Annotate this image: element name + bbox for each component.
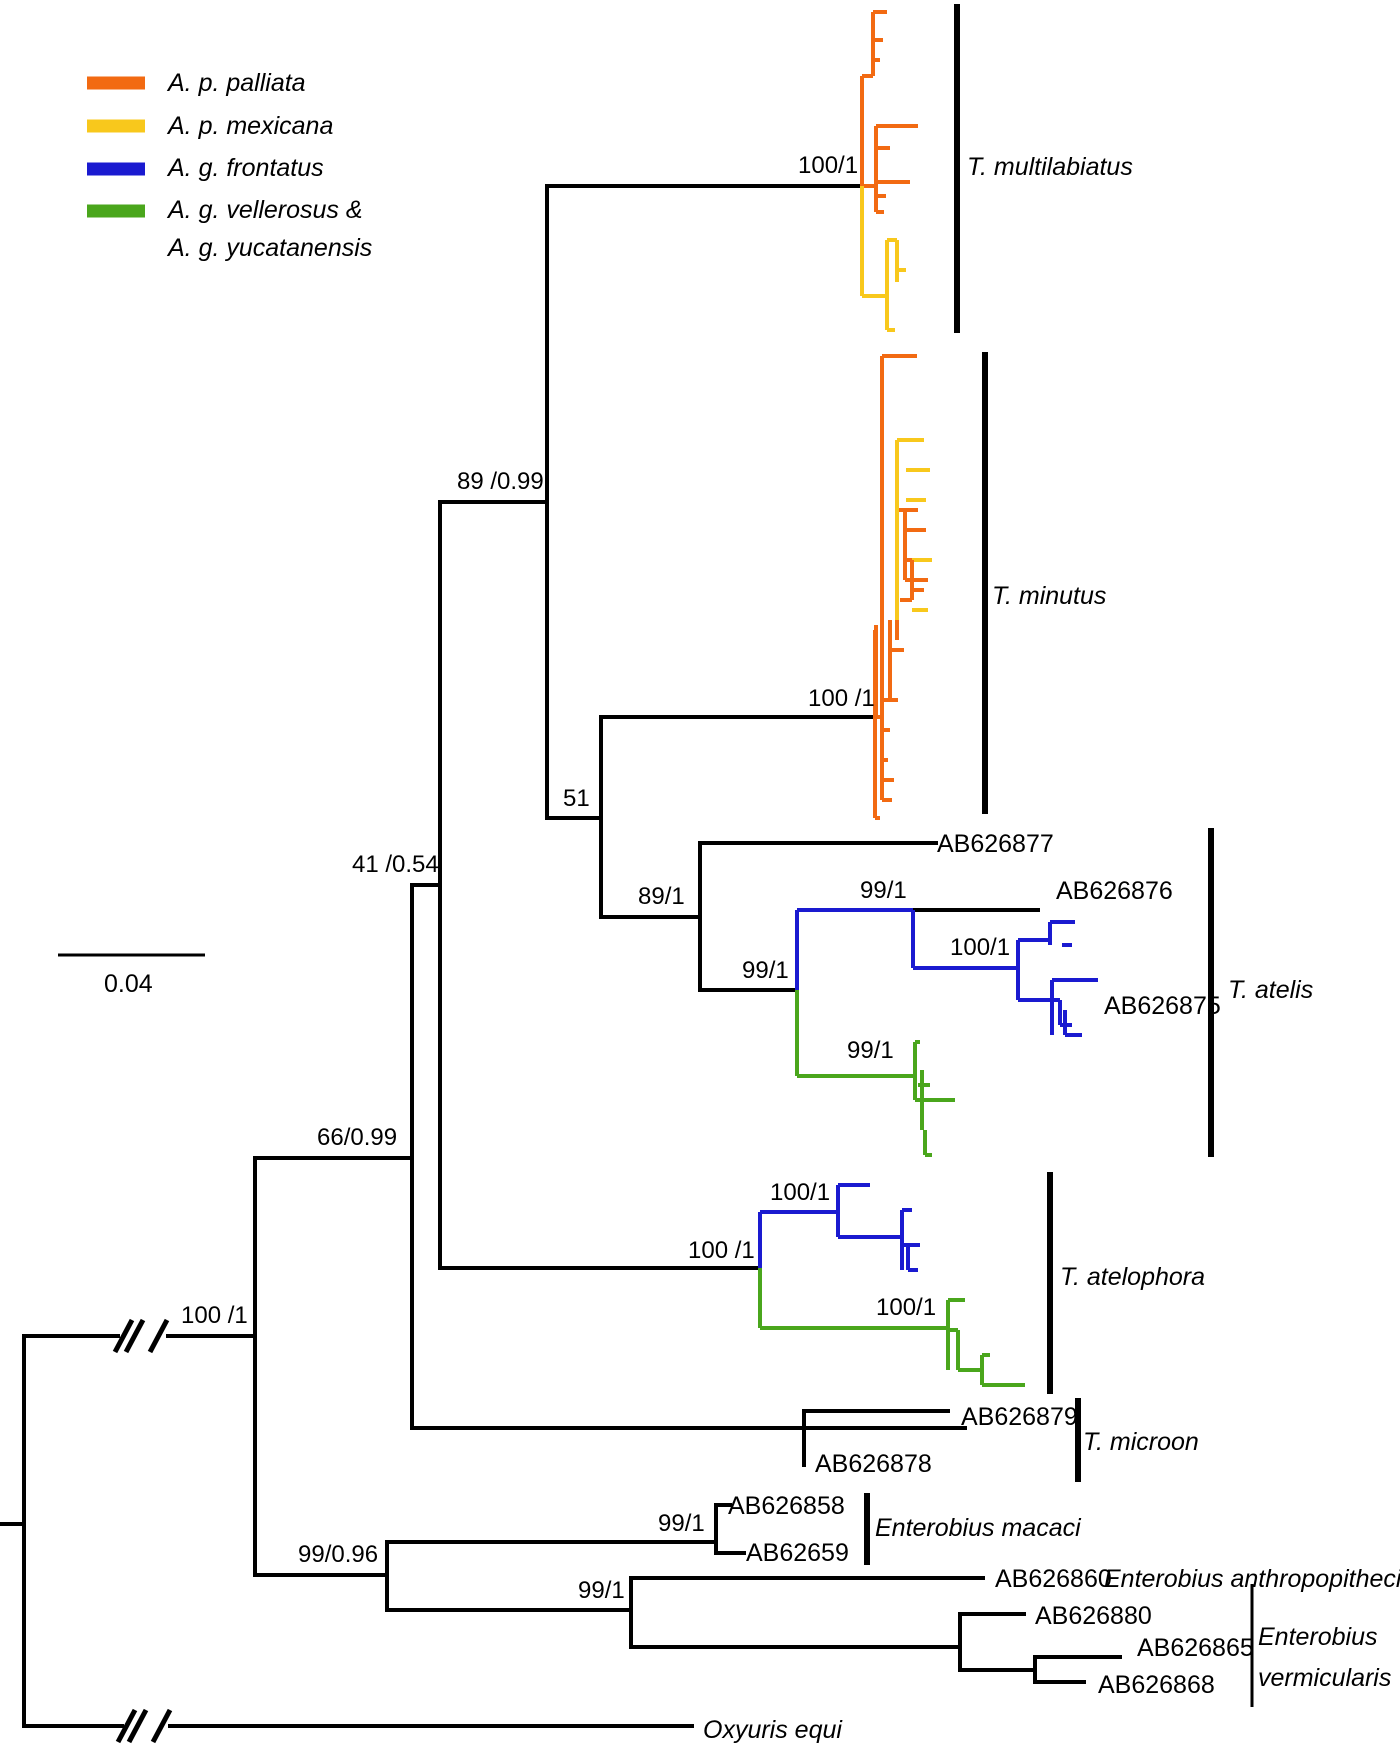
legend-label-vellerosus: A. g. vellerosus & <box>166 196 363 224</box>
tip-ab626880: AB626880 <box>1035 1602 1152 1630</box>
minutus-subtree <box>873 354 932 820</box>
accession-labels: AB626877 AB626876 AB626875 AB626879 AB62… <box>728 830 1254 1699</box>
clade-multilabiatus: T. multilabiatus <box>967 153 1133 181</box>
multilabiatus-subtree <box>860 10 918 332</box>
support-minutus: 100 /1 <box>808 685 875 712</box>
clade-atelis: T. atelis <box>1228 976 1313 1004</box>
support-atelis-99c: 99/1 <box>847 1037 894 1064</box>
scale-bar: 0.04 <box>58 953 205 998</box>
legend: A. p. palliata A. p. mexicana A. g. fron… <box>87 69 372 262</box>
tip-ab626876: AB626876 <box>1056 877 1173 905</box>
support-multilabiatus: 100/1 <box>798 152 858 179</box>
clade-atelophora: T. atelophora <box>1060 1263 1205 1291</box>
clade-macaci: Enterobius macaci <box>875 1514 1082 1542</box>
support-enterobius-99: 99/0.96 <box>298 1541 378 1568</box>
atelis-subtree <box>795 908 1098 1157</box>
tip-ab626858: AB626858 <box>728 1492 845 1520</box>
legend-label-palliata: A. p. palliata <box>166 69 306 97</box>
clade-names: T. multilabiatus T. minutus T. atelis T.… <box>703 153 1400 1744</box>
support-atelophora-100b: 100 /1 <box>688 1237 755 1264</box>
support-root-ingroup: 100 /1 <box>181 1302 248 1329</box>
support-vermicularis-99: 99/1 <box>578 1577 625 1604</box>
support-89-099: 89 /0.99 <box>457 468 544 495</box>
clade-vermicularis-2: vermicularis <box>1258 1664 1391 1692</box>
tip-ab626879: AB626879 <box>961 1403 1078 1431</box>
atelophora-subtree <box>758 1183 1025 1387</box>
tip-ab626860: AB626860 <box>995 1565 1112 1593</box>
support-51: 51 <box>563 785 590 812</box>
backbone-branches <box>0 184 1122 1728</box>
tip-ab626865: AB626865 <box>1137 1634 1254 1662</box>
legend-label-mexicana: A. p. mexicana <box>166 112 333 140</box>
tip-ab626875: AB626875 <box>1104 992 1221 1020</box>
scale-bar-label: 0.04 <box>104 970 153 998</box>
support-values: 100 /1 66/0.99 41 /0.54 89 /0.99 100/1 1… <box>181 152 1010 1604</box>
support-atelis-99b: 99/1 <box>742 957 789 984</box>
support-atelis-99a: 99/1 <box>860 877 907 904</box>
support-atelophora-100a: 100/1 <box>770 1179 830 1206</box>
legend-label-frontatus: A. g. frontatus <box>166 154 324 182</box>
support-66: 66/0.99 <box>317 1124 397 1151</box>
tip-ab626878: AB626878 <box>815 1450 932 1478</box>
tip-ab626877: AB626877 <box>937 830 1054 858</box>
clade-minutus: T. minutus <box>992 582 1106 610</box>
support-atelis-100: 100/1 <box>950 934 1010 961</box>
legend-label-yucatanensis: A. g. yucatanensis <box>166 234 372 262</box>
support-atelophora-100c: 100/1 <box>876 1294 936 1321</box>
branch-break-marks <box>112 1318 173 1744</box>
tip-ab62659: AB62659 <box>746 1539 849 1567</box>
support-41: 41 /0.54 <box>352 851 439 878</box>
clade-bars <box>864 4 1254 1707</box>
clade-outgroup: Oxyuris equi <box>703 1716 843 1744</box>
tip-ab626868: AB626868 <box>1098 1671 1215 1699</box>
clade-microon: T. microon <box>1083 1428 1199 1456</box>
support-atelis-89: 89/1 <box>638 883 685 910</box>
clade-anthropopitheci: Enterobius anthropopitheci <box>1104 1565 1400 1593</box>
support-macaci-99: 99/1 <box>658 1510 705 1537</box>
clade-vermicularis-1: Enterobius <box>1258 1623 1378 1651</box>
